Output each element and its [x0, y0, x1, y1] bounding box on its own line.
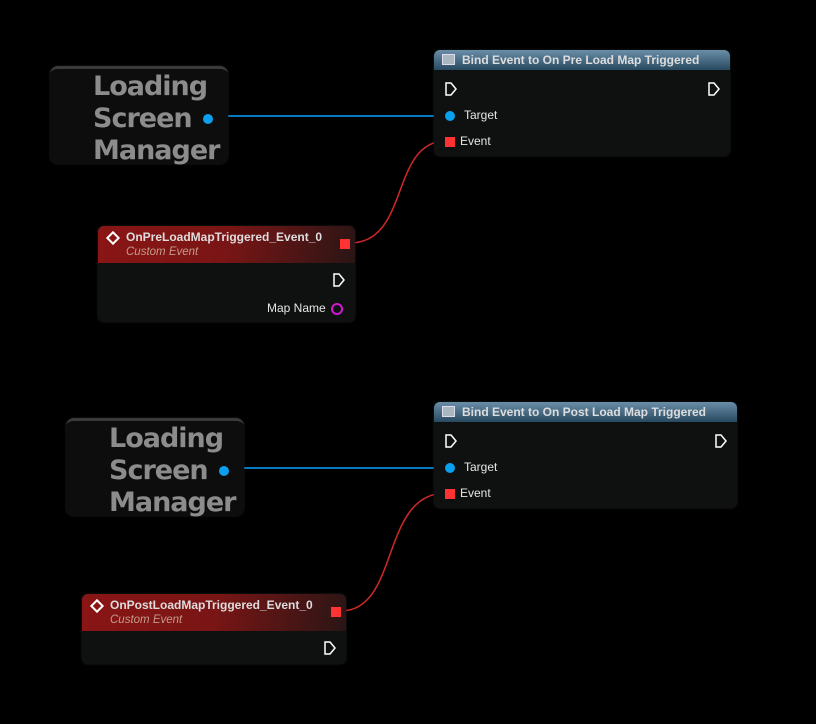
exec-out-pin-icon[interactable]	[324, 641, 336, 655]
event-label: Event	[460, 486, 491, 500]
event-icon	[105, 230, 121, 246]
exec-out-pin-icon[interactable]	[333, 273, 345, 287]
custom-event-pre-load-node[interactable]: OnPreLoadMapTriggered_Event_0 Custom Eve…	[98, 226, 355, 322]
node-header: Bind Event to On Post Load Map Triggered	[434, 402, 737, 422]
function-icon	[442, 406, 455, 417]
node-title: Loading Screen Manager	[93, 71, 220, 166]
event-pin[interactable]	[445, 137, 455, 147]
map-name-label: Map Name	[267, 301, 326, 315]
loading-screen-manager-node-1[interactable]: Loading Screen Manager	[50, 66, 228, 166]
output-pin[interactable]	[203, 114, 213, 124]
node-subtitle: Custom Event	[126, 246, 199, 258]
target-pin[interactable]	[445, 463, 455, 473]
loading-screen-manager-node-2[interactable]: Loading Screen Manager	[66, 418, 244, 518]
bind-event-pre-load-node[interactable]: Bind Event to On Pre Load Map Triggered …	[434, 50, 730, 156]
node-subtitle: Custom Event	[110, 614, 183, 626]
function-icon	[442, 54, 455, 65]
target-pin[interactable]	[445, 111, 455, 121]
node-header: OnPostLoadMapTriggered_Event_0 Custom Ev…	[82, 594, 346, 631]
event-icon	[89, 598, 105, 614]
event-pin[interactable]	[445, 489, 455, 499]
target-label: Target	[464, 460, 498, 474]
target-label: Target	[464, 108, 498, 122]
bind-event-post-load-node[interactable]: Bind Event to On Post Load Map Triggered…	[434, 402, 737, 508]
delegate-out-pin[interactable]	[331, 607, 341, 617]
event-wire-1	[349, 140, 447, 244]
map-name-pin[interactable]	[331, 303, 343, 315]
delegate-out-pin[interactable]	[340, 239, 350, 249]
exec-out-pin-icon[interactable]	[708, 82, 720, 96]
exec-in-pin-icon[interactable]	[445, 434, 457, 448]
node-header: OnPreLoadMapTriggered_Event_0 Custom Eve…	[98, 226, 355, 263]
node-title: Loading Screen Manager	[109, 423, 236, 518]
exec-in-pin-icon[interactable]	[445, 82, 457, 96]
node-header: Bind Event to On Pre Load Map Triggered	[434, 50, 730, 70]
node-title: OnPreLoadMapTriggered_Event_0	[126, 230, 323, 244]
node-title: Bind Event to On Post Load Map Triggered	[462, 405, 707, 419]
custom-event-post-load-node[interactable]: OnPostLoadMapTriggered_Event_0 Custom Ev…	[82, 594, 346, 664]
event-label: Event	[460, 134, 491, 148]
node-title: OnPostLoadMapTriggered_Event_0	[110, 598, 313, 612]
event-wire-2	[340, 492, 447, 612]
exec-out-pin-icon[interactable]	[715, 434, 727, 448]
node-title: Bind Event to On Pre Load Map Triggered	[462, 53, 700, 67]
output-pin[interactable]	[219, 466, 229, 476]
